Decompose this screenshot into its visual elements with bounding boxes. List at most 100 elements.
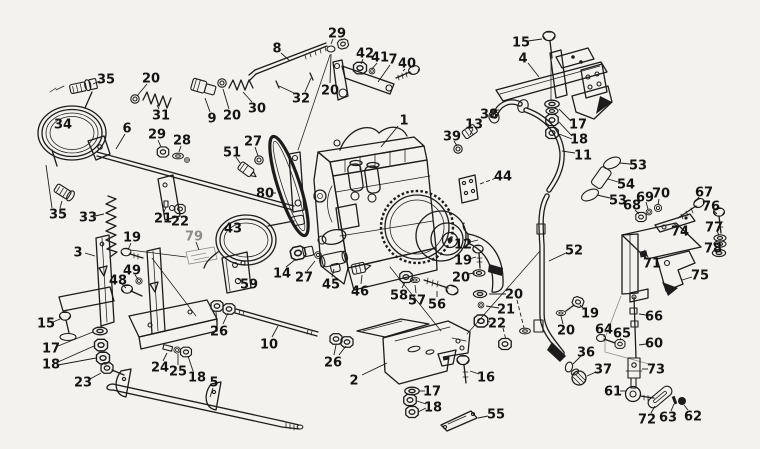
part-label-72: 72 [638, 413, 656, 428]
leader-line [242, 91, 253, 103]
part-label-52: 52 [565, 244, 583, 259]
part-label-70: 70 [652, 187, 670, 202]
leader-line [502, 327, 507, 341]
leader-line [136, 83, 148, 97]
bellcrank-7 [297, 37, 422, 151]
leader-line [401, 281, 406, 289]
part-label-39: 39 [443, 130, 461, 145]
leader-line [204, 97, 211, 113]
leader-line [596, 194, 611, 199]
leader-line [479, 177, 497, 185]
part-label-55: 55 [487, 408, 505, 423]
part-label-58: 58 [390, 289, 408, 304]
leader-line [157, 139, 162, 148]
part-label-41: 41 [371, 51, 389, 66]
leader-line [416, 400, 427, 405]
part-label-43: 43 [224, 222, 242, 237]
leader-line [586, 371, 597, 377]
part-label-17: 17 [423, 385, 441, 400]
bar-5 [106, 368, 304, 431]
part-label-4: 4 [518, 52, 527, 67]
part-label-42: 42 [356, 47, 374, 62]
leader-line [115, 133, 126, 150]
part-label-11: 11 [574, 149, 592, 164]
leader-line [57, 345, 95, 363]
part-label-54: 54 [617, 178, 635, 193]
part-label-18: 18 [42, 358, 60, 373]
leader-line [561, 150, 576, 154]
leader-line [638, 313, 647, 316]
leader-line [361, 362, 388, 376]
fitting-51 [237, 161, 257, 178]
exhaust-pipes [453, 99, 621, 362]
part-label-53: 53 [609, 194, 627, 209]
bracket-4 [495, 30, 613, 140]
leader-line [715, 249, 719, 252]
leader-line [716, 230, 720, 236]
leader-line [468, 256, 477, 260]
part-label-21: 21 [154, 212, 172, 227]
part-label-64: 64 [595, 323, 613, 338]
part-label-80: 80 [256, 187, 274, 202]
part-label-24: 24 [151, 361, 169, 376]
part-label-68: 68 [623, 199, 641, 214]
leader-line [94, 213, 105, 217]
part-label-20: 20 [452, 271, 470, 286]
part-label-79: 79 [185, 230, 203, 245]
leader-line [558, 108, 572, 122]
leader-line [467, 272, 476, 275]
part-label-1: 1 [399, 114, 408, 129]
leader-line [338, 345, 347, 356]
leader-line [271, 325, 279, 338]
part-label-15: 15 [512, 36, 530, 51]
leader-line [572, 355, 582, 365]
leader-line [330, 38, 334, 45]
leader-line [619, 337, 622, 341]
part-label-56: 56 [428, 298, 446, 313]
leader-line [485, 305, 500, 309]
leader-line [377, 64, 391, 83]
part-label-67: 67 [695, 186, 713, 201]
part-label-12: 12 [454, 238, 472, 253]
part-label-51: 51 [223, 146, 241, 161]
leader-line [222, 312, 229, 325]
part-label-27: 27 [244, 135, 262, 150]
cap-37 [570, 368, 587, 386]
leader-line [329, 53, 332, 84]
part-label-22: 22 [488, 317, 506, 332]
part-label-17: 17 [569, 118, 587, 133]
adjuster-9 [190, 77, 217, 96]
cable-end-fitting-35-top [69, 78, 98, 95]
rod-8-spring-set [130, 42, 328, 109]
part-label-20: 20 [142, 72, 160, 87]
part-label-16: 16 [477, 371, 495, 386]
leader-line [548, 252, 567, 262]
part-label-26: 26 [210, 325, 228, 340]
part-label-73: 73 [647, 363, 665, 378]
leader-line [84, 252, 96, 257]
part-label-22: 22 [171, 215, 189, 230]
part-label-2: 2 [349, 374, 358, 389]
leader-line [57, 331, 94, 347]
part-label-66: 66 [645, 310, 663, 325]
part-label-45: 45 [322, 278, 340, 293]
cable-end-fitting-35-bottom [53, 183, 75, 202]
leader-line [57, 357, 97, 366]
plate-79 [185, 246, 218, 265]
part-label-5: 5 [209, 376, 218, 391]
leader-line [156, 104, 160, 110]
part-label-18: 18 [188, 371, 206, 386]
leader-line [304, 77, 312, 93]
leader-line [560, 315, 564, 325]
part-label-63: 63 [659, 411, 677, 426]
leader-line [237, 278, 244, 283]
part-label-74: 74 [671, 225, 689, 240]
leader-line [331, 268, 335, 278]
leader-line [681, 276, 693, 281]
leader-line [527, 62, 540, 78]
part-label-76: 76 [702, 200, 720, 215]
rod-10 [210, 300, 354, 348]
leader-line [178, 145, 182, 153]
part-label-18: 18 [570, 133, 588, 148]
leader-line [672, 222, 678, 227]
